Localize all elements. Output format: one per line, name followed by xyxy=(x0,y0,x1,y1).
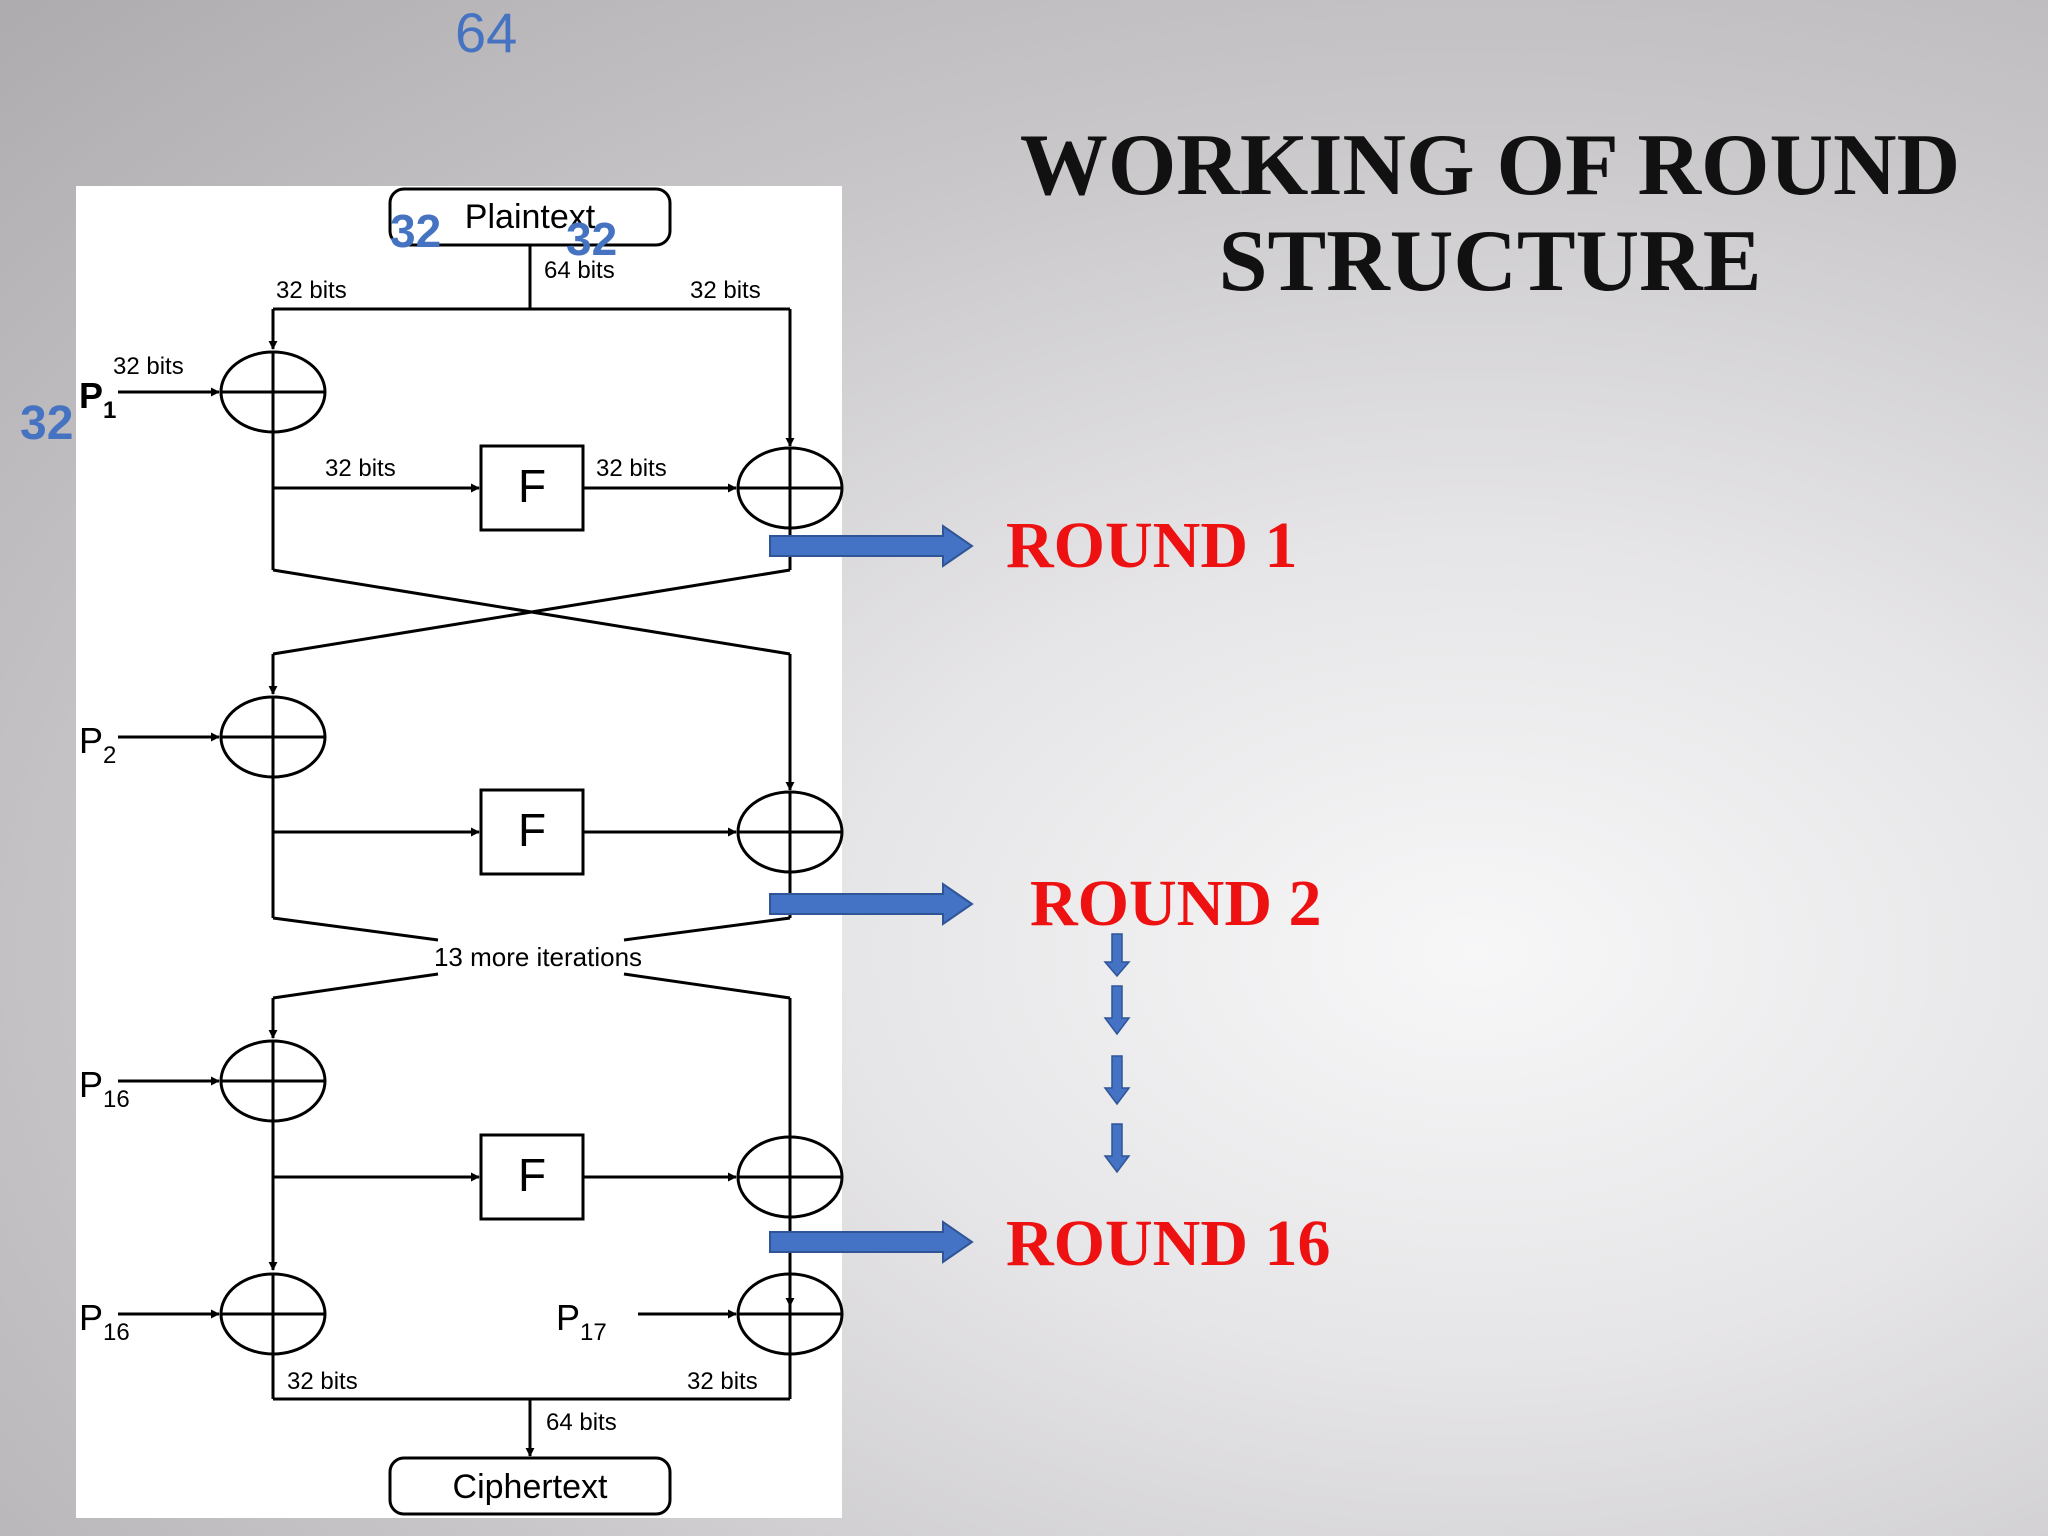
round-1-label: ROUND 1 xyxy=(1006,509,1298,582)
round-16-label: ROUND 16 xyxy=(1006,1207,1331,1280)
plaintext-label: Plaintext xyxy=(465,198,596,236)
down-arrow-2 xyxy=(1103,985,1131,1036)
plaintext-left-32-annotation: 32 xyxy=(390,205,442,257)
round-1-block xyxy=(118,350,844,656)
bits-label-p1: 32 bits xyxy=(113,353,184,380)
more-iterations-label: 13 more iterations xyxy=(434,942,642,972)
top-64-annotation: 64 xyxy=(455,1,518,64)
subkey-p16-final: P16 xyxy=(79,1297,130,1346)
diagram-panel xyxy=(76,186,842,1518)
bits-label-top-left: 32 bits xyxy=(276,277,347,304)
title-line-1: WORKING OF ROUND xyxy=(1019,117,1961,214)
down-arrow-4 xyxy=(1103,1123,1131,1174)
p1-side-32-annotation: 32 xyxy=(20,397,74,450)
ciphertext-label: Ciphertext xyxy=(453,1468,609,1506)
slide-title: WORKING OF ROUND STRUCTURE xyxy=(960,118,2020,310)
round-16-arrow xyxy=(769,1220,974,1264)
f-label-round2: F xyxy=(518,804,546,856)
f-label-round1: F xyxy=(518,460,546,512)
ciphertext-box xyxy=(388,1456,672,1516)
subkey-p16: P16 xyxy=(79,1064,130,1113)
bits-label-bottom-right: 32 bits xyxy=(687,1368,758,1395)
bits-label-top-right: 32 bits xyxy=(690,277,761,304)
round-1-arrow xyxy=(769,524,974,568)
down-arrow-3 xyxy=(1103,1055,1131,1106)
bits-label-f-in: 32 bits xyxy=(325,455,396,482)
bits-label-bottom-64: 64 bits xyxy=(546,1409,617,1436)
bits-label-bottom-left: 32 bits xyxy=(287,1368,358,1395)
subkey-p17: P17 xyxy=(556,1297,607,1346)
bits-label-f-out: 32 bits xyxy=(596,455,667,482)
round-2-arrow xyxy=(769,882,974,926)
final-xor-block xyxy=(118,1272,844,1457)
title-line-2: STRUCTURE xyxy=(1218,213,1762,310)
bits-label-top-64: 64 bits xyxy=(544,257,615,284)
f-label-round16: F xyxy=(518,1149,546,1201)
down-arrow-1 xyxy=(1103,933,1131,978)
round-2-label: ROUND 2 xyxy=(1030,867,1322,940)
round-16-block xyxy=(118,998,844,1307)
plaintext-right-32-annotation: 32 xyxy=(566,213,618,265)
subkey-p2: P2 xyxy=(79,720,116,769)
subkey-p1: P1 xyxy=(79,375,116,424)
